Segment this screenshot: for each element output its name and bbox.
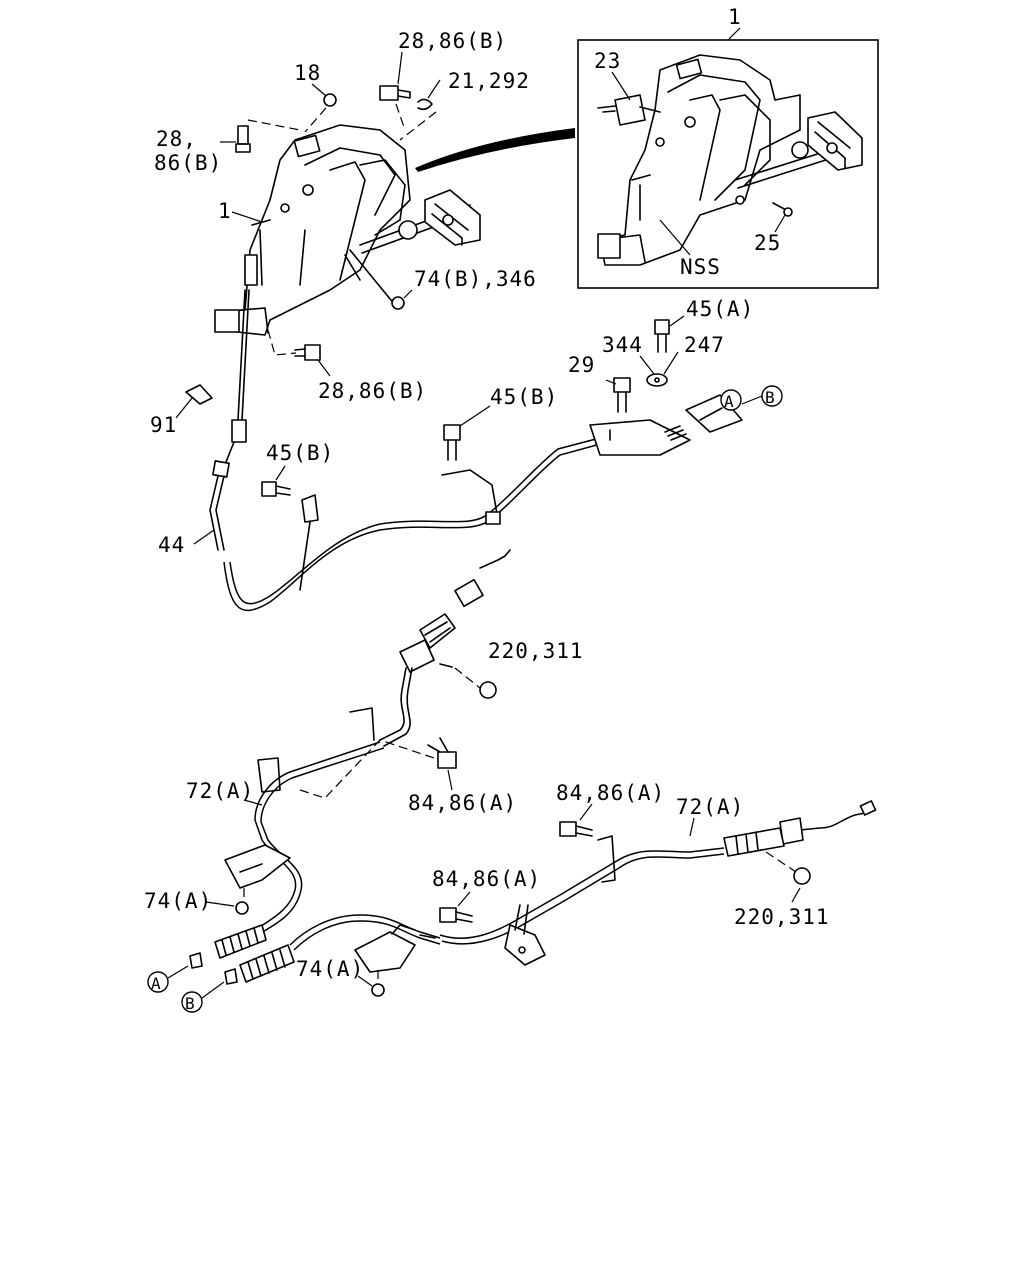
label-247: 247 — [684, 333, 725, 357]
label-45b-mid: 45(B) — [490, 385, 558, 409]
label-28-86b-top: 28,86(B) — [398, 29, 507, 53]
label-344: 344 — [602, 333, 643, 357]
label-29: 29 — [568, 353, 595, 377]
label-74a-low: 74(A) — [296, 957, 364, 981]
label-84-86a-low: 84,86(A) — [432, 867, 541, 891]
inset-pointer — [415, 128, 575, 172]
label-72a-right: 72(A) — [676, 795, 744, 819]
inset-label-23: 23 — [594, 49, 621, 73]
circle-b-bottom: B — [185, 994, 196, 1013]
rear-cable-left — [189, 549, 511, 969]
label-220-311-top: 220,311 — [488, 639, 584, 663]
label-74a-left: 74(A) — [144, 889, 212, 913]
label-44: 44 — [158, 533, 185, 557]
pedal-fasteners — [235, 85, 437, 361]
inset-label-25: 25 — [754, 231, 781, 255]
label-28-86b-bottom: 28,86(B) — [318, 379, 427, 403]
inset-nss-detail: 1 23 — [577, 5, 879, 289]
label-91: 91 — [150, 413, 177, 437]
circle-a-bottom: A — [151, 974, 162, 993]
pedal-assembly — [214, 124, 481, 336]
label-86b: 86(B) — [154, 151, 222, 175]
label-18: 18 — [294, 61, 321, 85]
label-72a-left: 72(A) — [186, 779, 254, 803]
label-28: 28, — [156, 127, 197, 151]
front-cable-44 — [209, 289, 743, 612]
label-84-86a-mid: 84,86(A) — [408, 791, 517, 815]
inset-pedal-assembly — [597, 54, 863, 266]
label-1: 1 — [218, 199, 232, 223]
label-21-292: 21,292 — [448, 69, 530, 93]
inset-ref-label: 1 — [728, 5, 742, 29]
rear-cable-right — [224, 800, 877, 985]
circle-a-top: A — [724, 392, 735, 411]
label-45a: 45(A) — [686, 297, 754, 321]
circle-b-top: B — [765, 388, 776, 407]
inset-label-nss: NSS — [680, 255, 721, 279]
label-45b-left: 45(B) — [266, 441, 334, 465]
label-74b-346: 74(B),346 — [414, 267, 537, 291]
label-220-311-bottom: 220,311 — [734, 905, 830, 929]
front-cable-fasteners — [261, 319, 670, 497]
label-84-86a-right: 84,86(A) — [556, 781, 665, 805]
